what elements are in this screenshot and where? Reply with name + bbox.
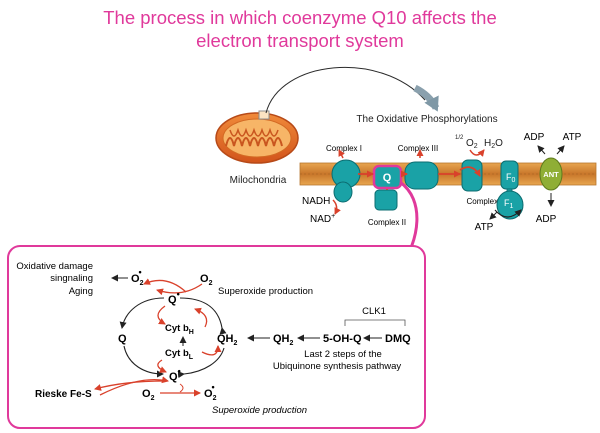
- aging-label: Aging: [69, 286, 93, 297]
- signaling-label: singnaling: [50, 273, 93, 284]
- complex-3-shape: [404, 161, 439, 190]
- complex-1-label: Complex I: [326, 144, 362, 153]
- oxidative-damage-label: Oxidative damage: [16, 261, 93, 272]
- o2-radical-top: O2•: [131, 267, 144, 287]
- q-cycle-panel: [7, 245, 426, 429]
- dmq: DMQ: [385, 333, 411, 345]
- oxphos-title: The Oxidative Phosphorylations: [356, 114, 497, 125]
- mitochondrion-illustration: [215, 110, 299, 164]
- atp-left-label: ATP: [475, 222, 494, 233]
- qh2-mid: QH2: [273, 333, 294, 347]
- title-line-2: electron transport system: [196, 30, 404, 51]
- 5-oh-q: 5-OH-Q: [323, 333, 362, 345]
- cyt-bl: Cyt bL: [165, 348, 194, 361]
- f1-label: F1: [504, 198, 514, 210]
- superoxide-bottom-label: Superoxide production: [212, 405, 307, 416]
- o2-to-h2o-arrow: [469, 149, 485, 157]
- o2-bottom: O2: [142, 388, 155, 402]
- adp-bottom-label: ADP: [536, 214, 557, 225]
- qh2-left: QH2: [217, 333, 238, 347]
- o2-radical-bottom: O2•: [204, 382, 217, 402]
- ant-shape: [539, 157, 563, 191]
- q-radical-top: Q•: [168, 289, 180, 306]
- complex-1-shape: [331, 159, 361, 203]
- zoom-arrow-gray: [413, 84, 440, 112]
- clk1-bracket: [344, 319, 406, 326]
- q-radical-bottom: Q•: [169, 366, 181, 383]
- complex-2-label: Complex II: [368, 218, 406, 227]
- rieske-fe-s: Rieske Fe-S: [35, 389, 92, 400]
- atp-top-label: ATP: [563, 132, 582, 143]
- clk1-label: CLK1: [362, 306, 386, 317]
- complex-2-shape: [374, 189, 398, 211]
- cyt-bh: Cyt bH: [165, 323, 194, 336]
- q-left: Q: [118, 333, 127, 345]
- nad-label: NAD+: [310, 213, 335, 225]
- diagram-title: The process in which coenzyme Q10 affect…: [0, 6, 600, 52]
- complex-3-label: Complex III: [398, 144, 438, 153]
- zoom-connector-line: [265, 66, 426, 114]
- superoxide-top-label: Superoxide production: [218, 286, 313, 297]
- nadh-label: NADH: [302, 196, 330, 207]
- f0-label: F0: [506, 172, 516, 184]
- ant-label: ANT: [543, 170, 559, 179]
- last-steps-line1: Last 2 steps of the: [304, 349, 382, 360]
- adp-top-label: ADP: [524, 132, 545, 143]
- last-steps-line2: Ubiquinone synthesis pathway: [273, 361, 402, 372]
- title-line-1: The process in which coenzyme Q10 affect…: [103, 7, 497, 28]
- mitochondria-label: Milochondria: [230, 175, 287, 186]
- o2-label: O2: [466, 138, 478, 150]
- o2-top: O2: [200, 273, 213, 287]
- nadh-arrow: [332, 199, 341, 215]
- q-label: Q: [383, 172, 392, 184]
- half-label: 1/2: [455, 135, 464, 141]
- complex-4-label: ComplexⅣ: [467, 197, 507, 206]
- h2o-label: H2O: [484, 138, 503, 150]
